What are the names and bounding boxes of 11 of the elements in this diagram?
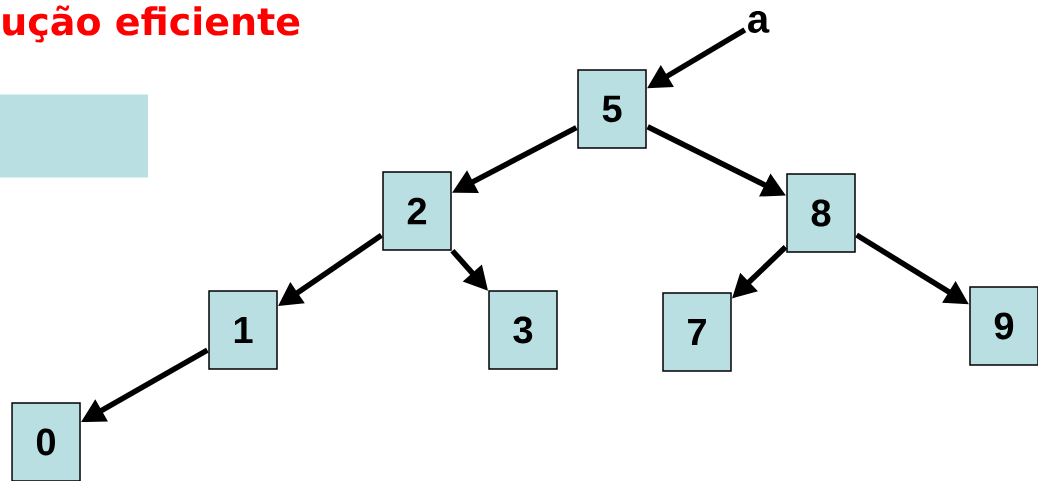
title: ução eficiente bbox=[3, 5, 300, 43]
tree-node-box: 0 bbox=[11, 402, 81, 481]
empty-box bbox=[0, 94, 148, 178]
tree-node-box: 7 bbox=[662, 292, 732, 372]
pointer-label: a bbox=[748, 11, 770, 33]
tree-node-box: 9 bbox=[969, 286, 1038, 366]
tree-node-box: 5 bbox=[577, 69, 647, 149]
tree-node-box: 1 bbox=[208, 290, 278, 370]
tree-node-box: 3 bbox=[488, 290, 558, 370]
tree-node-box: 2 bbox=[382, 171, 452, 251]
tree-node-box: 8 bbox=[786, 173, 856, 253]
